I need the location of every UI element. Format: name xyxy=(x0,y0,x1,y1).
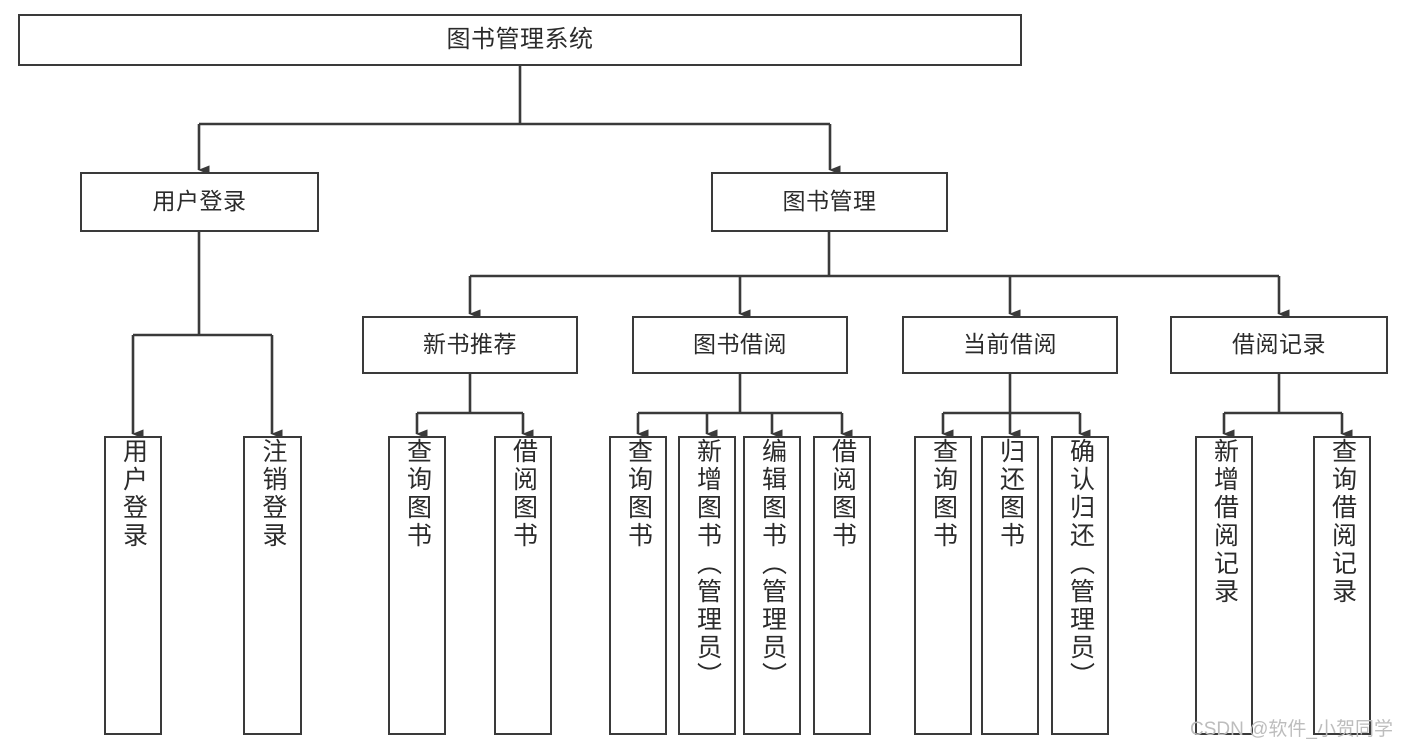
watermark-label: CSDN @软件_小贺同学 xyxy=(1190,719,1393,740)
node-leaf-query-book-3[interactable]: 查询图书 xyxy=(914,436,972,735)
node-book-management-label: 图书管理 xyxy=(782,188,877,215)
node-leaf-query-record-label: 查询借阅记录 xyxy=(1328,438,1357,606)
node-borrow-record[interactable]: 借阅记录 xyxy=(1170,316,1388,374)
node-leaf-add-book[interactable]: 新增图书（管理员） xyxy=(678,436,736,735)
node-root-label: 图书管理系统 xyxy=(446,25,594,53)
node-leaf-return-book-label: 归还图书 xyxy=(996,438,1025,550)
node-leaf-return-book[interactable]: 归还图书 xyxy=(981,436,1039,735)
node-leaf-edit-book[interactable]: 编辑图书（管理员） xyxy=(743,436,801,735)
node-leaf-user-login-label: 用户登录 xyxy=(119,438,148,550)
node-new-book-recommend[interactable]: 新书推荐 xyxy=(362,316,578,374)
node-root[interactable]: 图书管理系统 xyxy=(18,14,1022,66)
node-leaf-query-book-2[interactable]: 查询图书 xyxy=(609,436,667,735)
node-book-borrow-label: 图书借阅 xyxy=(693,331,787,358)
node-leaf-confirm-return-label: 确认归还（管理员） xyxy=(1066,438,1095,690)
node-borrow-record-label: 借阅记录 xyxy=(1232,331,1326,358)
node-new-book-recommend-label: 新书推荐 xyxy=(423,331,517,358)
node-current-borrow[interactable]: 当前借阅 xyxy=(902,316,1118,374)
node-leaf-borrow-book-2-label: 借阅图书 xyxy=(828,438,857,550)
node-book-management[interactable]: 图书管理 xyxy=(711,172,948,232)
node-user-login[interactable]: 用户登录 xyxy=(80,172,319,232)
node-leaf-borrow-book-1[interactable]: 借阅图书 xyxy=(494,436,552,735)
node-leaf-query-book-1[interactable]: 查询图书 xyxy=(388,436,446,735)
node-leaf-add-record-label: 新增借阅记录 xyxy=(1210,438,1239,606)
node-leaf-query-book-3-label: 查询图书 xyxy=(929,438,958,550)
node-current-borrow-label: 当前借阅 xyxy=(963,331,1057,358)
node-user-login-label: 用户登录 xyxy=(152,188,247,215)
node-leaf-edit-book-label: 编辑图书（管理员） xyxy=(758,438,787,690)
node-leaf-confirm-return[interactable]: 确认归还（管理员） xyxy=(1051,436,1109,735)
node-book-borrow[interactable]: 图书借阅 xyxy=(632,316,848,374)
node-leaf-logout-login[interactable]: 注销登录 xyxy=(243,436,302,735)
node-leaf-add-record[interactable]: 新增借阅记录 xyxy=(1195,436,1253,735)
node-leaf-query-record[interactable]: 查询借阅记录 xyxy=(1313,436,1371,735)
node-leaf-borrow-book-2[interactable]: 借阅图书 xyxy=(813,436,871,735)
node-leaf-logout-login-label: 注销登录 xyxy=(259,438,287,550)
node-leaf-borrow-book-1-label: 借阅图书 xyxy=(509,438,538,550)
node-leaf-query-book-2-label: 查询图书 xyxy=(624,438,653,550)
node-leaf-query-book-1-label: 查询图书 xyxy=(403,438,432,550)
node-leaf-add-book-label: 新增图书（管理员） xyxy=(693,438,722,690)
node-leaf-user-login[interactable]: 用户登录 xyxy=(104,436,162,735)
